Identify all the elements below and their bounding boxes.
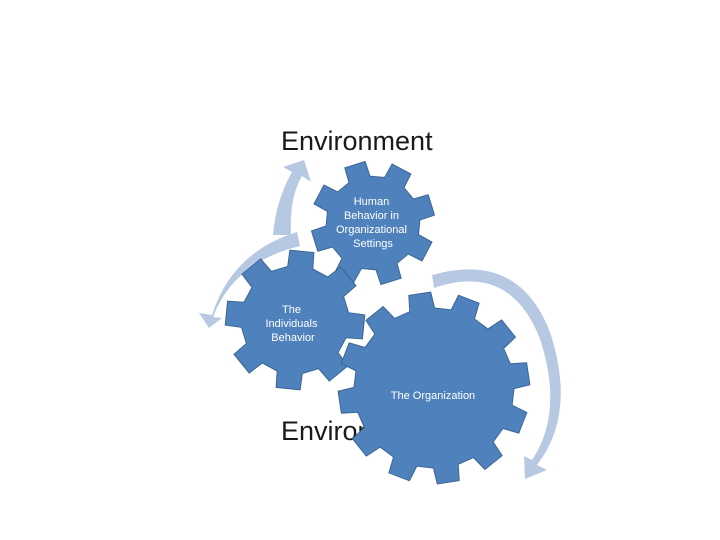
- gear-individuals-behavior: [224, 249, 366, 391]
- gear-individuals-behavior-label: The Individuals Behavior: [265, 304, 320, 344]
- cycle-arrow-top: [273, 160, 311, 235]
- environment-label-top: Environment: [281, 126, 433, 156]
- cycle-arrow-left: [199, 232, 300, 328]
- gear-organization: [337, 291, 531, 485]
- gear-human-behavior-label: Human Behavior in Organizational Setting…: [336, 196, 410, 250]
- gear-organization-label: The Organization: [391, 390, 475, 402]
- gear-human-behavior: [310, 160, 436, 286]
